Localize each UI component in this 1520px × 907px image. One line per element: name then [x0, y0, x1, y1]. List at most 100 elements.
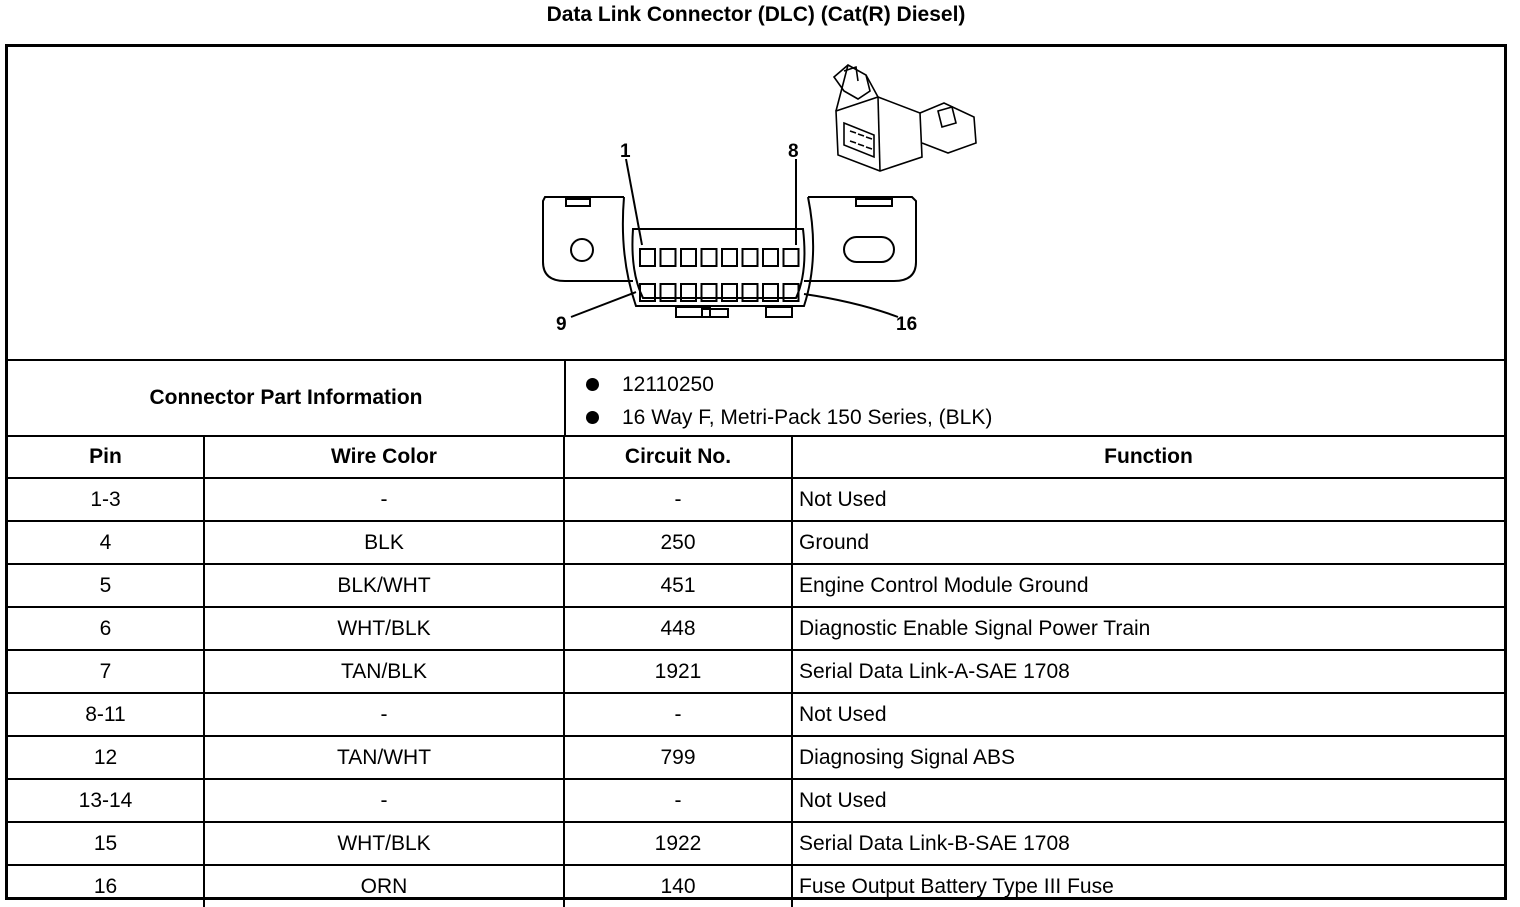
wire-color-cell: TAN/WHT	[204, 736, 565, 780]
function-cell: Not Used	[792, 779, 1504, 823]
connector-part-info-label: Connector Part Information	[8, 360, 566, 435]
circuit-cell: 451	[564, 564, 793, 608]
connector-shell	[621, 196, 815, 307]
wire-color-cell: TAN/BLK	[204, 650, 565, 694]
bottom-latch-left	[675, 306, 711, 318]
header-circuit: Circuit No.	[564, 436, 793, 479]
wire-color-cell: BLK	[204, 521, 565, 565]
page-title: Data Link Connector (DLC) (Cat(R) Diesel…	[546, 3, 966, 26]
pin-cell: 15	[8, 822, 205, 866]
function-cell: Serial Data Link-A-SAE 1708	[792, 650, 1504, 694]
circuit-cell: 1922	[564, 822, 793, 866]
part-number: 12110250	[622, 373, 714, 396]
pin-cell: 12	[8, 736, 205, 780]
function-cell: Diagnosing Signal ABS	[792, 736, 1504, 780]
pin-table: Pin Wire Color Circuit No. Function 1-3-…	[8, 436, 1504, 907]
function-cell: Not Used	[792, 693, 1504, 737]
right-mounting-slot	[843, 236, 895, 263]
pin-cavity-15	[762, 283, 779, 302]
pin-cavity-11	[680, 283, 697, 302]
circuit-cell: -	[564, 779, 793, 823]
pin-cavity-6	[741, 248, 759, 267]
connector-sheet: 1 8 9 16 Connector Part Information	[5, 44, 1507, 907]
circuit-cell: 1921	[564, 650, 793, 694]
callout-label-16: 16	[896, 314, 917, 335]
dlc-connector-illustration: 1 8 9 16	[542, 64, 977, 335]
wire-color-cell: WHT/BLK	[204, 822, 565, 866]
connector-perspective-view	[832, 64, 977, 172]
callout-leader-16	[803, 293, 899, 318]
connector-cavity	[631, 228, 806, 299]
circuit-cell: -	[564, 478, 793, 522]
pin-cell: 7	[8, 650, 205, 694]
pin-cavity-14	[741, 283, 759, 302]
pin-cavity-3	[680, 248, 697, 267]
function-cell: Fuse Output Battery Type III Fuse	[799, 874, 1114, 898]
callout-leader-1	[625, 158, 643, 246]
pin-cavity-8	[782, 248, 800, 267]
pin-cavity-7	[762, 248, 779, 267]
wire-color-cell: ORN	[204, 865, 565, 907]
function-cell: Diagnostic Enable Signal Power Train	[792, 607, 1504, 651]
bullet-icon	[586, 378, 599, 391]
header-pin: Pin	[8, 436, 205, 479]
connector-figure: 1 8 9 16	[8, 47, 1504, 361]
circuit-cell: 250	[564, 521, 793, 565]
bottom-pin-row	[639, 283, 800, 302]
pin-cell: 5	[8, 564, 205, 608]
part-info-item: 12110250	[586, 368, 992, 401]
circuit-cell: -	[564, 693, 793, 737]
bullet-icon	[586, 411, 599, 424]
wire-color-cell: -	[204, 478, 565, 522]
table-row: 1-3--Not Used	[8, 478, 1504, 522]
left-mounting-ear	[542, 196, 633, 282]
pin-cavity-12	[700, 283, 718, 302]
circuit-cell: 799	[564, 736, 793, 780]
left-mounting-hole	[570, 238, 594, 262]
part-info-item: 16 Way F, Metri-Pack 150 Series, (BLK)	[586, 401, 992, 434]
function-cell: Engine Control Module Ground	[792, 564, 1504, 608]
part-description: 16 Way F, Metri-Pack 150 Series, (BLK)	[622, 406, 993, 429]
right-mounting-ear	[804, 196, 917, 282]
pin-cavity-13	[721, 283, 738, 302]
wire-color-cell: BLK/WHT	[204, 564, 565, 608]
callout-label-1: 1	[620, 141, 631, 162]
pin-cell: 8-11	[8, 693, 205, 737]
pin-cell: 13-14	[8, 779, 205, 823]
left-ear-tab	[565, 198, 591, 207]
function-cell: Not Used	[792, 478, 1504, 522]
pin-cell: 6	[8, 607, 205, 651]
pin-cell: 4	[8, 521, 205, 565]
pin-cell: 16	[8, 865, 205, 907]
wire-color-cell: WHT/BLK	[204, 607, 565, 651]
callout-leader-9	[570, 291, 637, 318]
pin-table-header: Pin Wire Color Circuit No. Function	[8, 436, 1504, 479]
bottom-latch-middle	[701, 308, 729, 318]
pin-cavity-5	[721, 248, 738, 267]
connector-part-info-list: 12110250 16 Way F, Metri-Pack 150 Series…	[586, 368, 992, 434]
circuit-cell: 448	[564, 607, 793, 651]
table-row: 13-14--Not Used	[8, 779, 1504, 823]
right-ear-tab	[855, 198, 893, 207]
pin-cavity-16	[782, 283, 800, 302]
top-pin-row	[639, 248, 800, 267]
wire-color-cell: -	[204, 779, 565, 823]
pin-cavity-10	[659, 283, 677, 302]
circuit-cell: 140	[564, 865, 793, 907]
pin-cell: 1-3	[8, 478, 205, 522]
connector-part-info-row: Connector Part Information 12110250 16 W…	[8, 360, 1504, 437]
function-cell: Serial Data Link-B-SAE 1708	[792, 822, 1504, 866]
callout-label-9: 9	[556, 314, 567, 335]
function-cell: Ground	[792, 521, 1504, 565]
callout-label-8: 8	[788, 141, 799, 162]
header-wire-color: Wire Color	[204, 436, 565, 479]
wire-color-cell: -	[204, 693, 565, 737]
pin-cavity-9	[639, 283, 656, 302]
